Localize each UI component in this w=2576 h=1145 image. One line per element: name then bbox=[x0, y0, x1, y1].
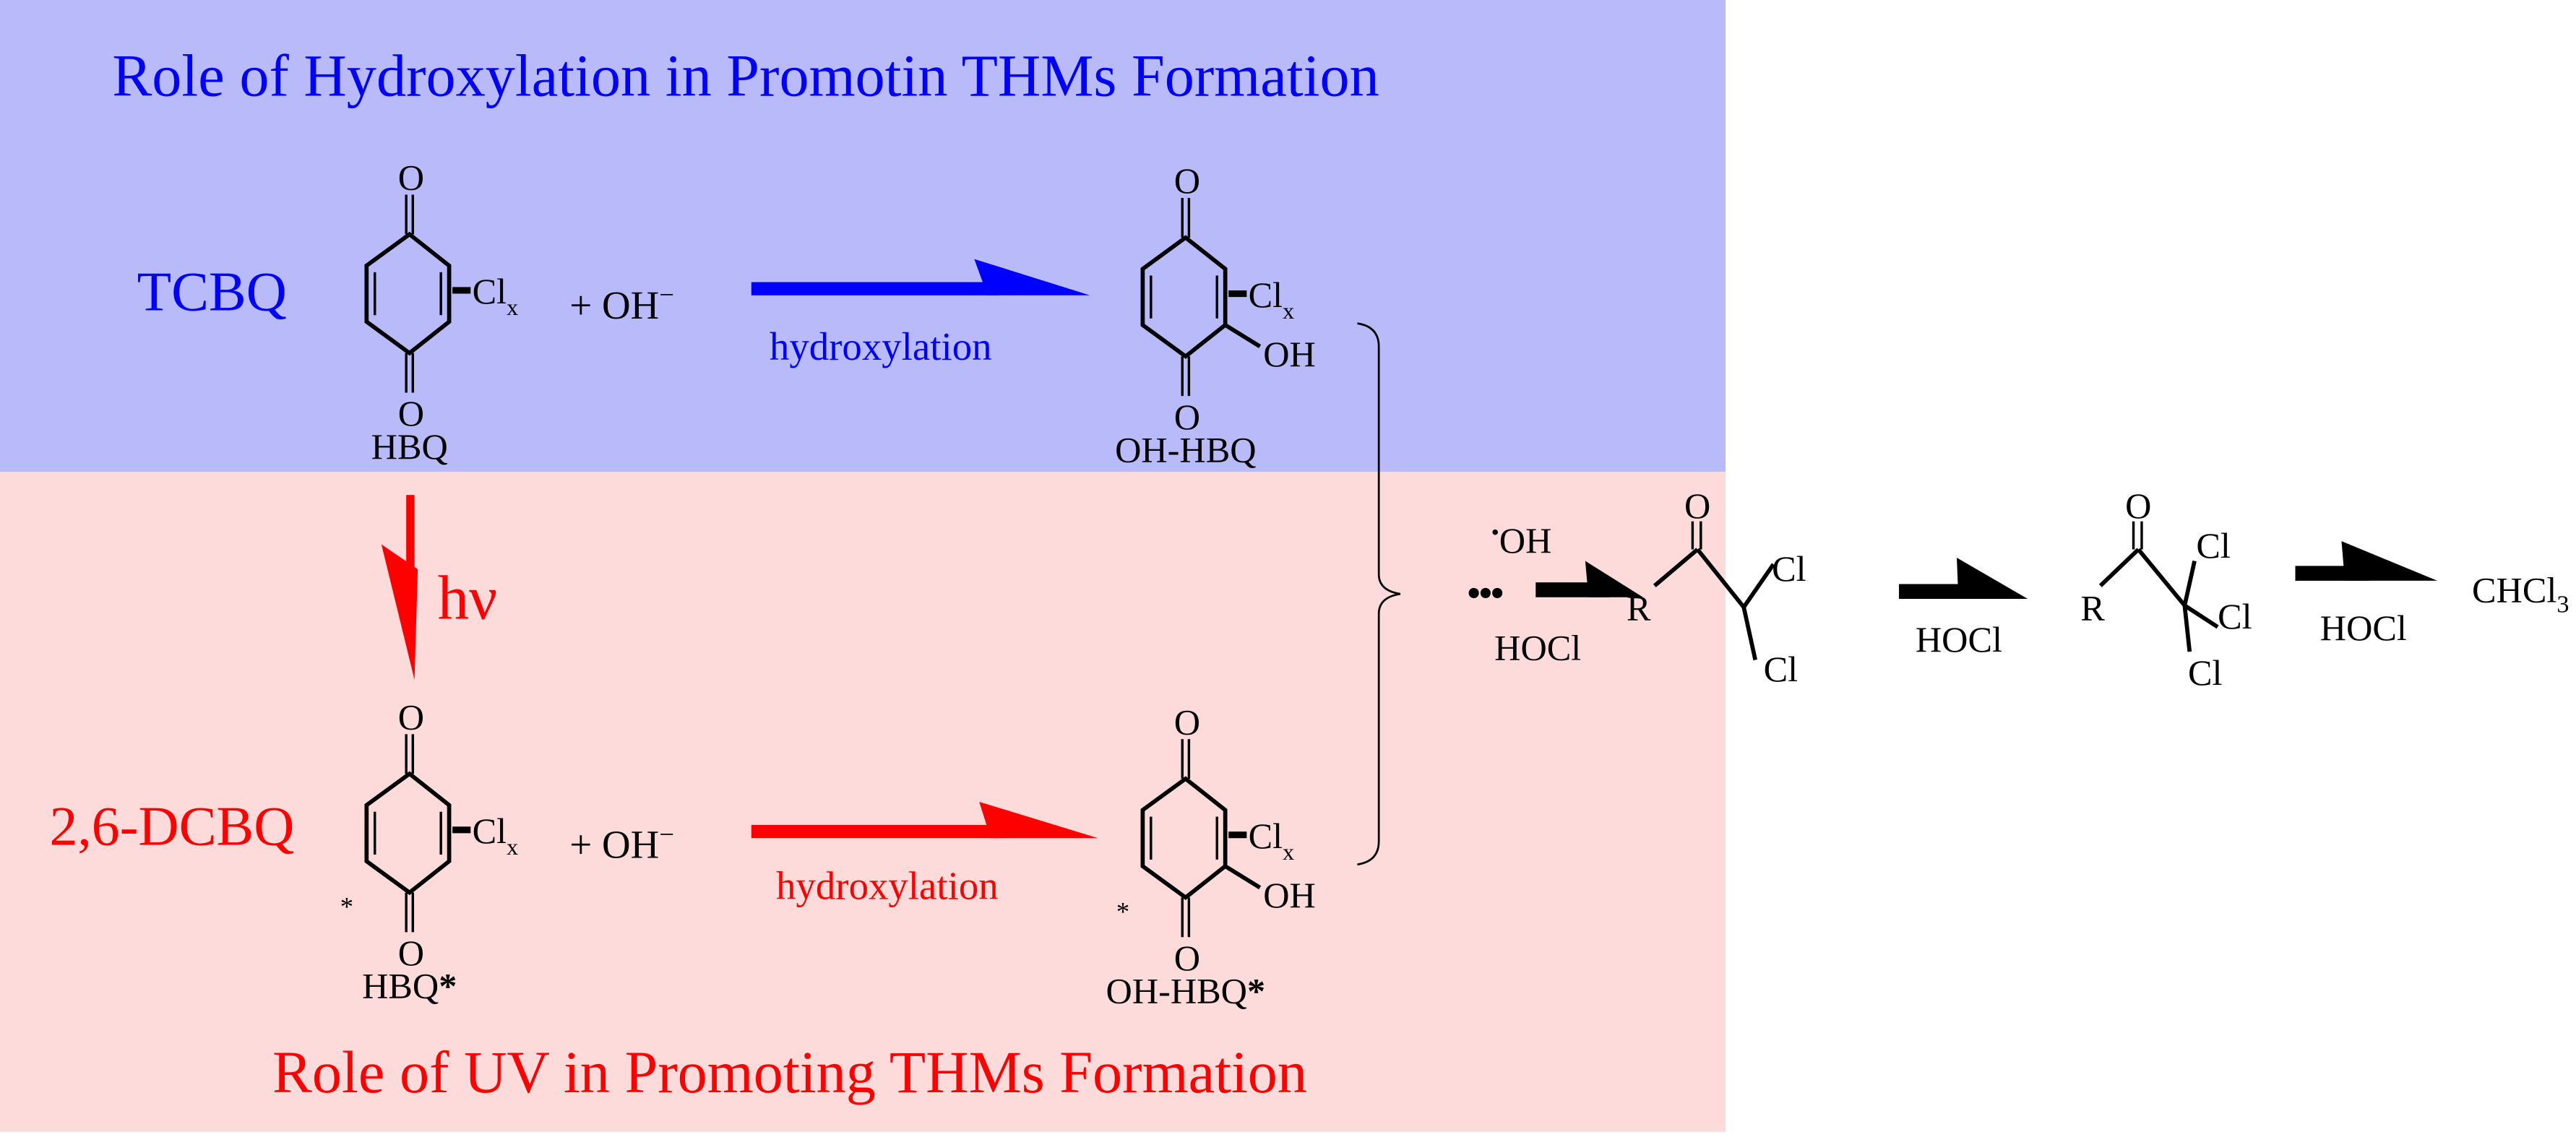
bottom-arrow-label: hydroxylation bbox=[776, 864, 999, 908]
atom-o: O bbox=[1174, 397, 1200, 437]
uv-label: hν bbox=[438, 563, 498, 632]
radical-oh: •OH bbox=[1491, 519, 1552, 561]
trichloroketone-group: R O Cl Cl Cl bbox=[2080, 485, 2252, 693]
bottom-reagent: + OH− bbox=[569, 819, 673, 867]
compound-label: OH-HBQ* bbox=[1106, 971, 1266, 1011]
hydroxylation-panel bbox=[0, 0, 1726, 472]
atom-oh: OH bbox=[1263, 875, 1316, 915]
quinone-ring bbox=[1140, 235, 1228, 359]
atom-cl: Cl bbox=[1764, 649, 1798, 689]
atom-r: R bbox=[2080, 588, 2105, 628]
atom-o: O bbox=[398, 393, 424, 433]
atom-clx: Clx bbox=[473, 811, 519, 860]
atom-o: O bbox=[1174, 701, 1200, 742]
quinone-ring bbox=[364, 771, 452, 896]
oh-bond bbox=[1224, 323, 1262, 349]
pathway-reagent-2: HOCl bbox=[1916, 619, 2002, 660]
top-title: Role of Hydroxylation in Promotin THMs F… bbox=[112, 43, 1379, 108]
red-reaction-arrow bbox=[751, 801, 1098, 839]
pathway-reagent-1: HOCl bbox=[1494, 628, 1581, 668]
atom-r: R bbox=[1627, 588, 1651, 628]
pathway-arrow-2 bbox=[1899, 557, 2028, 600]
tcbq-label: TCBQ bbox=[137, 260, 287, 322]
top-reagent: + OH− bbox=[569, 280, 673, 327]
atom-o: O bbox=[1174, 938, 1200, 978]
atom-clx: Clx bbox=[1249, 816, 1295, 865]
oh-bond bbox=[1224, 864, 1262, 890]
quinone-ring bbox=[1140, 776, 1228, 901]
chloroform: CHCl3 bbox=[2472, 570, 2569, 618]
atom-clx: Clx bbox=[1249, 275, 1295, 324]
compound-label: OH-HBQ bbox=[1115, 429, 1256, 470]
atom-cl: Cl bbox=[2196, 525, 2230, 566]
dcbq-label: 2,6-DCBQ bbox=[50, 795, 295, 857]
hbq-excited-structure: O O Clx * HBQ* bbox=[340, 696, 518, 1006]
atom-o: O bbox=[398, 157, 424, 198]
pathway-reagent-3: HOCl bbox=[2320, 608, 2407, 648]
atom-o: O bbox=[2125, 485, 2151, 526]
uv-panel bbox=[0, 472, 1726, 1132]
atom-cl: Cl bbox=[2218, 596, 2252, 636]
atom-cl: Cl bbox=[1772, 548, 1806, 589]
curly-brace bbox=[1357, 322, 1401, 866]
uv-arrow bbox=[381, 495, 418, 680]
excited-mark: * bbox=[340, 892, 353, 922]
compound-label: HBQ* bbox=[362, 966, 457, 1006]
pathway-arrow-3 bbox=[2295, 541, 2438, 581]
trichloroketone bbox=[2098, 521, 2219, 652]
atom-o: O bbox=[1174, 160, 1200, 201]
atom-clx: Clx bbox=[473, 271, 519, 320]
atom-o: O bbox=[398, 696, 424, 737]
bottom-title: Role of UV in Promoting THMs Formation bbox=[272, 1040, 1307, 1105]
compound-label: HBQ bbox=[371, 426, 448, 467]
atom-o: O bbox=[398, 933, 424, 973]
ellipsis-dots: ••• bbox=[1466, 569, 1502, 616]
atom-cl: Cl bbox=[2188, 652, 2222, 693]
atom-oh: OH bbox=[1263, 334, 1316, 374]
atom-o: O bbox=[1684, 485, 1710, 526]
excited-mark: * bbox=[1116, 896, 1129, 926]
quinone-ring bbox=[364, 231, 452, 356]
dichloroketone bbox=[1653, 521, 1775, 661]
top-arrow-label: hydroxylation bbox=[770, 324, 992, 368]
